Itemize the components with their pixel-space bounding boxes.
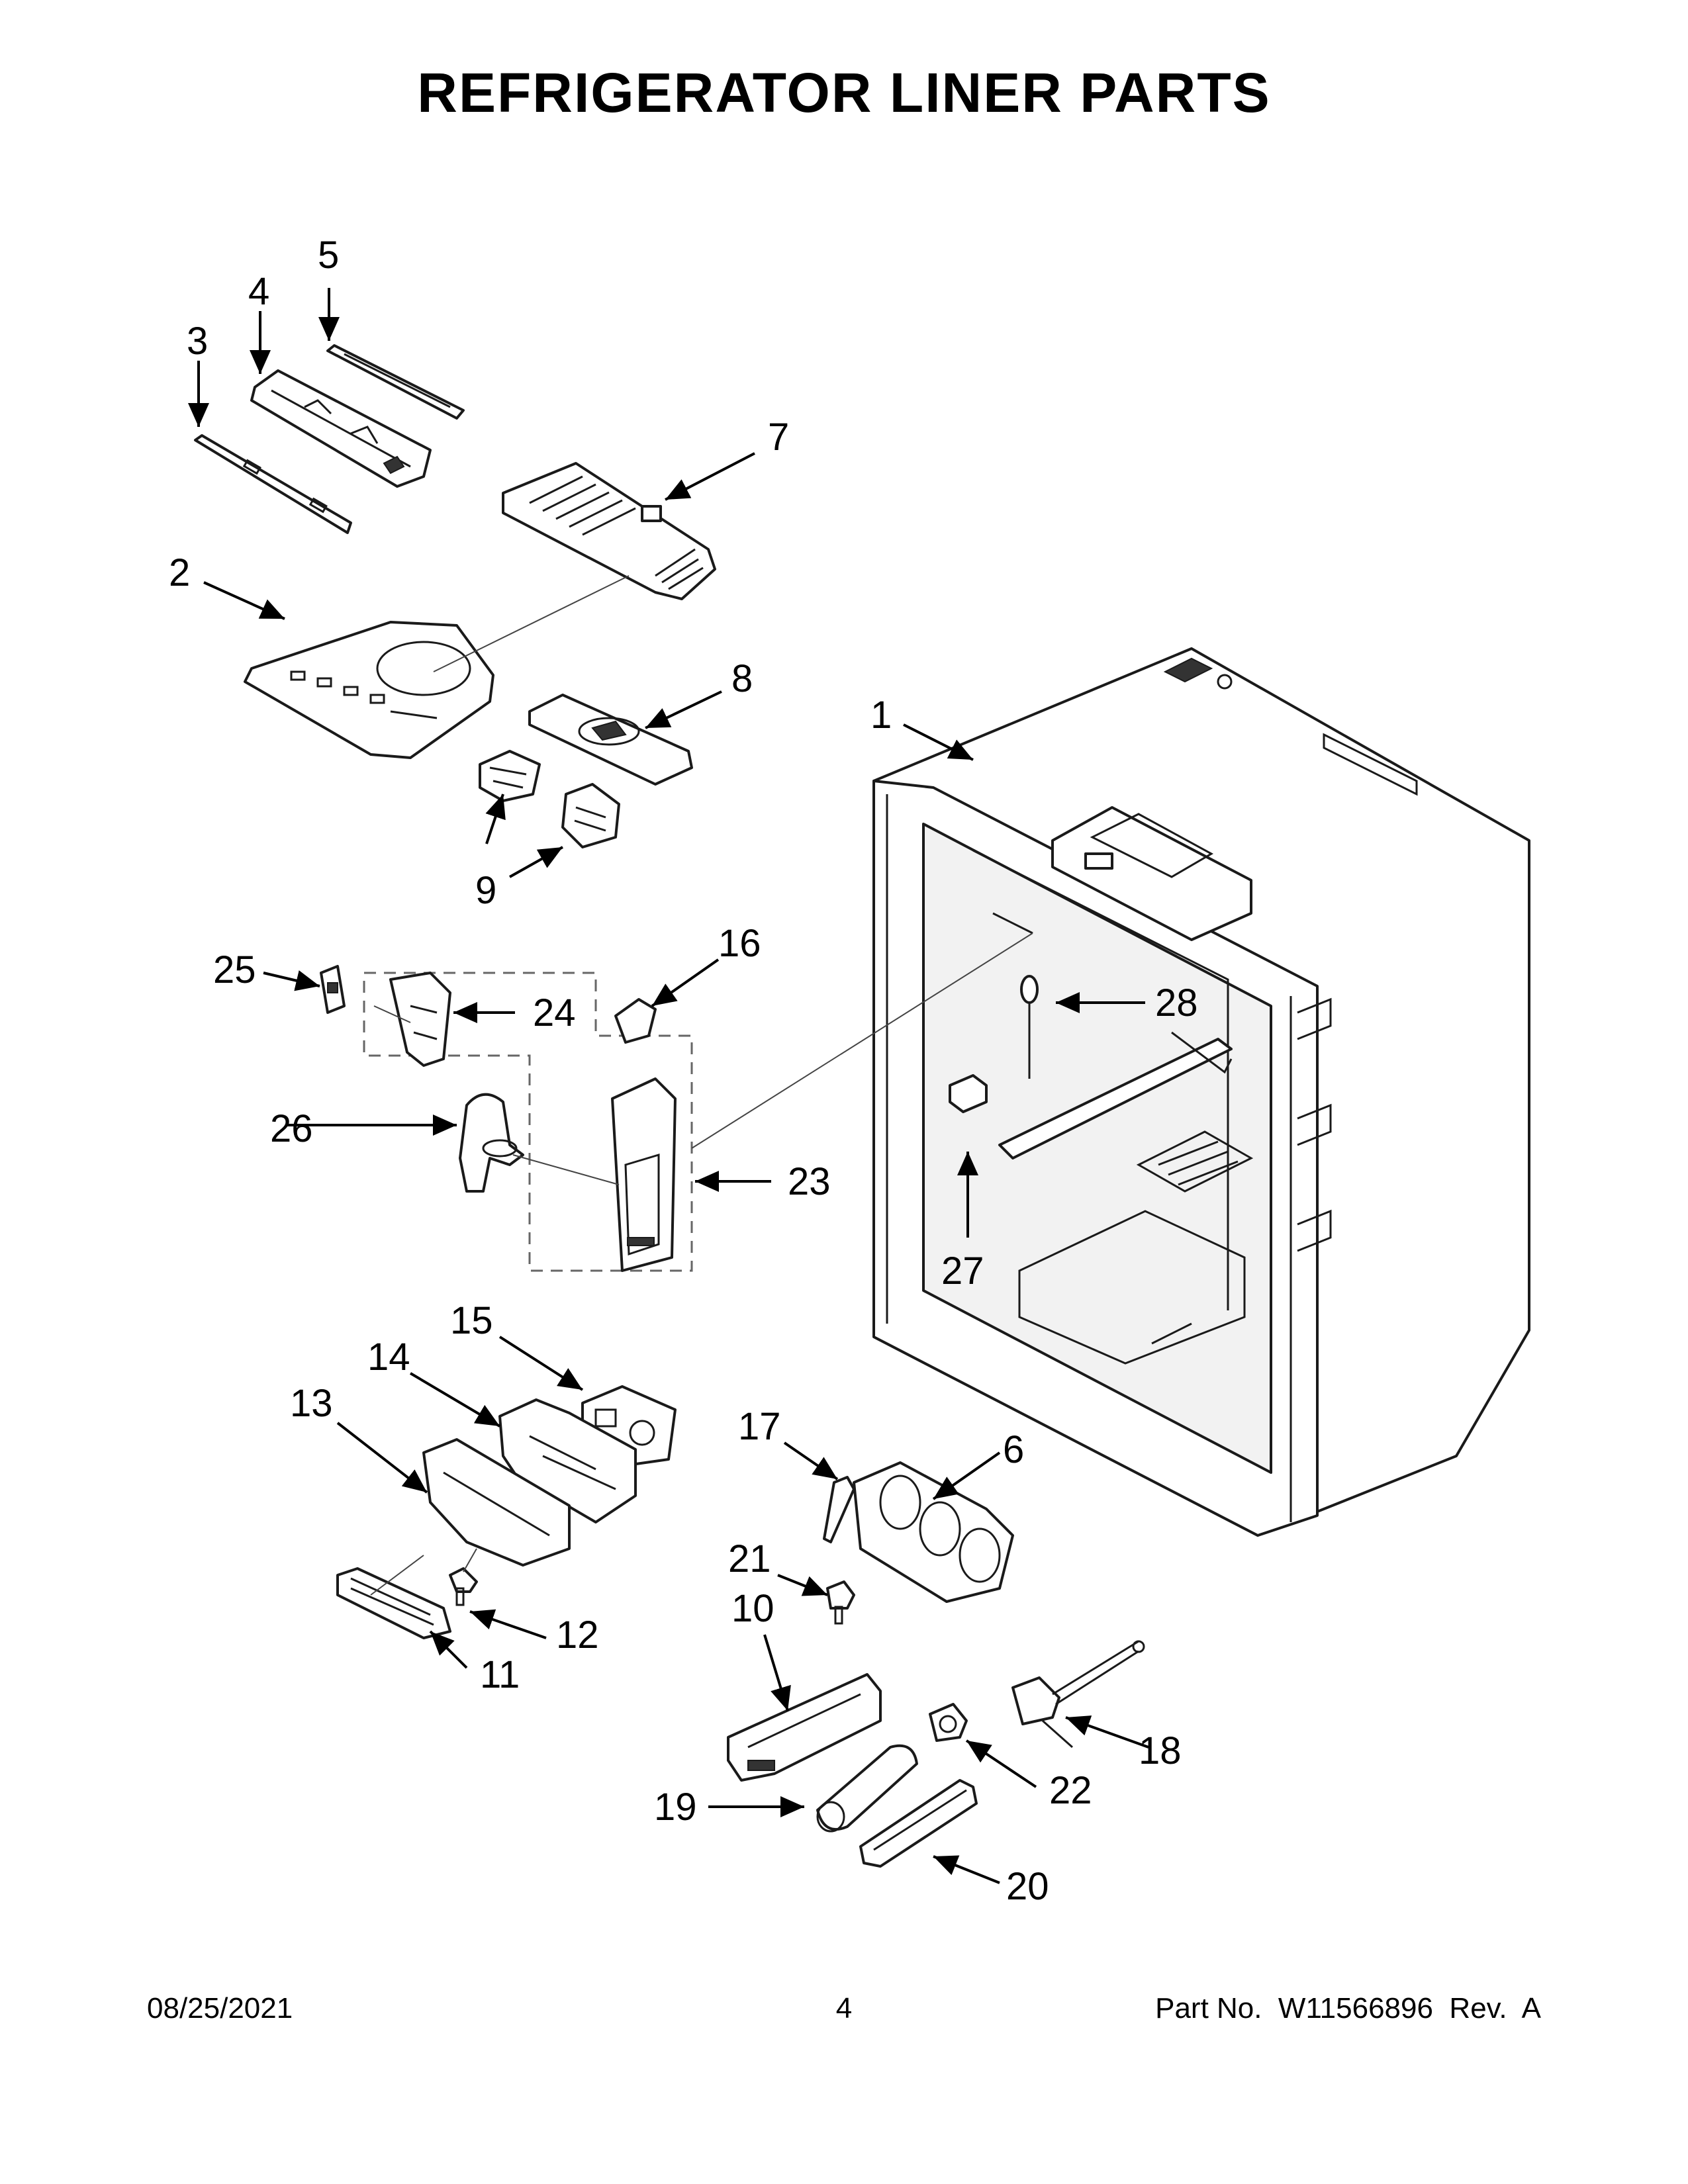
callout-6: 6 <box>1003 1428 1024 1471</box>
part-24-actuator[interactable] <box>389 972 451 1067</box>
callout-9: 9 <box>475 869 496 912</box>
callout-7: 7 <box>768 416 789 459</box>
leader-arrows <box>188 288 1149 1884</box>
callout-20: 20 <box>1006 1865 1049 1908</box>
part-10-filter-housing[interactable] <box>727 1673 882 1782</box>
part-3-strip[interactable] <box>194 434 352 534</box>
part-25-switch[interactable] <box>320 965 346 1014</box>
part-16-bracket[interactable] <box>614 998 657 1044</box>
part-14-auger-housing[interactable] <box>498 1398 637 1524</box>
part-28-thermistor[interactable] <box>1020 975 1039 1079</box>
callout-11: 11 <box>480 1653 520 1696</box>
part-18-filter-head[interactable] <box>1011 1640 1145 1749</box>
callout-10: 10 <box>731 1587 774 1630</box>
callout-13: 13 <box>290 1382 333 1425</box>
callout-5: 5 <box>318 234 339 277</box>
part-21-screw[interactable] <box>826 1580 855 1625</box>
callout-21: 21 <box>728 1537 771 1580</box>
callout-12: 12 <box>556 1614 599 1657</box>
part-17-sensor[interactable] <box>823 1476 855 1543</box>
footer-page-number: 4 <box>835 1992 853 2025</box>
part-5-strip[interactable] <box>326 344 465 420</box>
callout-23: 23 <box>788 1160 831 1203</box>
part-8-duct[interactable] <box>528 694 693 786</box>
footer-date: 08/25/2021 <box>147 1992 293 2025</box>
part-13-ice-chute[interactable] <box>422 1438 571 1567</box>
callout-25: 25 <box>213 948 256 991</box>
callout-28: 28 <box>1155 981 1198 1024</box>
part-19-filter-cartridge[interactable] <box>816 1744 918 1833</box>
callout-4: 4 <box>248 270 269 313</box>
part-11-trim[interactable] <box>336 1567 451 1639</box>
part-27-switch[interactable] <box>949 1074 988 1113</box>
callout-24: 24 <box>533 991 576 1034</box>
callout-22: 22 <box>1049 1769 1092 1812</box>
callout-19: 19 <box>654 1786 697 1829</box>
footer-part-number: Part No. W11566896 Rev. A <box>1155 1992 1541 2025</box>
part-4-control-housing[interactable] <box>250 369 432 488</box>
callout-2: 2 <box>169 551 190 594</box>
callout-26: 26 <box>270 1107 313 1150</box>
callout-17: 17 <box>738 1405 781 1448</box>
part-1-liner[interactable] <box>872 647 1530 1537</box>
part-12-screw[interactable] <box>449 1567 478 1606</box>
part-20-filter-cover[interactable] <box>859 1779 978 1868</box>
callout-1: 1 <box>870 694 892 737</box>
callout-18: 18 <box>1139 1729 1182 1772</box>
guide-lines <box>370 575 1033 1596</box>
part-26-tube[interactable] <box>459 1093 524 1193</box>
part-7-louver[interactable] <box>502 462 716 600</box>
callout-15: 15 <box>450 1299 493 1342</box>
callout-14: 14 <box>367 1336 410 1379</box>
callout-16: 16 <box>718 922 761 965</box>
page-title: REFRIGERATOR LINER PARTS <box>417 62 1271 124</box>
part-22-bypass[interactable] <box>929 1703 968 1742</box>
callout-27: 27 <box>941 1250 984 1293</box>
callout-8: 8 <box>731 657 753 700</box>
callout-labels: 1 2 3 4 5 6 7 8 9 10 11 12 13 14 15 16 1… <box>169 234 1198 1908</box>
part-23-dispenser-cover[interactable] <box>611 1077 677 1272</box>
part-6-heater[interactable] <box>853 1461 1014 1603</box>
part-2-cover[interactable] <box>244 621 494 759</box>
callout-3: 3 <box>187 320 208 363</box>
part-9-damper[interactable] <box>479 750 620 848</box>
